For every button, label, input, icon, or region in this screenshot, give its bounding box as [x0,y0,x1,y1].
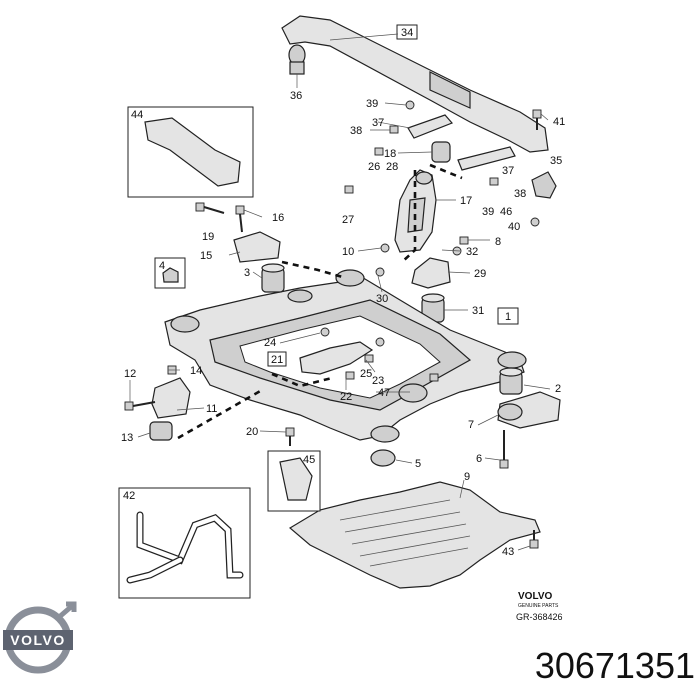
engine-mount-bracket-part [394,169,437,253]
part-number: 30671351 [535,645,695,686]
callout-7: 7 [468,419,474,431]
callout-29: 29 [474,268,486,280]
callout-18: 18 [384,148,396,160]
callout-4: 4 [159,260,165,272]
callout-labels: 1 2 3 4 5 6 7 8 9 10 11 12 13 14 15 16 1… [121,27,565,558]
splash-shield-part [288,481,541,589]
inset-box-45 [267,450,321,512]
callout-37-upper: 37 [372,117,384,129]
callout-39-lower: 39 [482,206,494,218]
callout-34: 34 [401,27,413,39]
callout-box-1 [497,307,519,325]
callout-46: 46 [500,206,512,218]
genuine-parts-stamp: VOLVO GENUINE PARTS GR-368426 [516,591,563,622]
callout-42: 42 [123,490,135,502]
callout-19: 19 [202,231,214,243]
bushing-part [431,141,451,163]
callout-21: 21 [271,354,283,366]
callout-15: 15 [200,250,212,262]
callout-23: 23 [372,375,384,387]
callout-20: 20 [246,426,258,438]
bushing-5-part [370,449,396,467]
callout-5: 5 [415,458,421,470]
callout-8: 8 [495,236,501,248]
callout-36: 36 [290,90,302,102]
link-arm-part-2 [457,146,516,171]
callout-1: 1 [505,311,511,323]
callout-16: 16 [272,212,284,224]
callout-40: 40 [508,221,520,233]
callout-11: 11 [206,403,217,415]
callout-44: 44 [131,109,143,121]
stamp-sub: GENUINE PARTS [518,603,559,609]
callout-box-21 [267,351,287,367]
center-mount-part [299,341,374,375]
callout-26: 26 [368,161,380,173]
callout-47: 47 [378,387,390,399]
callout-10: 10 [342,246,354,258]
inset-box-4 [154,257,186,289]
callout-30: 30 [376,293,388,305]
mount-3-part [261,263,285,293]
callout-14: 14 [190,365,202,377]
logo-bar [3,630,73,650]
logo-arrow-icon [56,601,77,620]
dashed-group-line-2 [429,163,463,180]
callout-17: 17 [460,195,472,207]
stamp-brand: VOLVO [518,591,552,602]
dashed-group-line [281,260,347,280]
callout-25: 25 [360,368,372,380]
callout-22: 22 [340,391,352,403]
callout-38-upper: 38 [350,125,362,137]
volvo-logo: VOLVO [3,601,77,674]
callout-43: 43 [502,546,514,558]
dashed-group-line-5 [177,388,263,440]
callout-32: 32 [466,246,478,258]
callout-9: 9 [464,471,470,483]
link-arm-part [407,114,454,139]
inset-box-44 [127,106,254,198]
callout-6: 6 [476,453,482,465]
callout-13: 13 [121,432,133,444]
stamp-ref: GR-368426 [516,612,563,622]
callout-24: 24 [264,337,276,349]
callout-45: 45 [303,454,315,466]
cap-47-part [398,383,428,403]
callout-38-lower: 38 [514,188,526,200]
bracket-11-part [151,377,191,419]
callout-35: 35 [550,155,562,167]
callout-41: 41 [553,116,565,128]
callout-box-34 [396,24,418,40]
callout-2: 2 [555,383,561,395]
mount-35-part [531,171,557,199]
inset-box-42 [118,487,251,599]
callout-37-lower: 37 [502,165,514,177]
callout-27: 27 [342,214,354,226]
logo-text: VOLVO [10,632,65,648]
leader-lines [129,33,551,551]
mount-7-bushing [497,403,523,421]
splash-shield-ribs [339,499,471,567]
upper-crossmember-part [281,15,549,153]
callout-28: 28 [386,161,398,173]
callout-39-upper: 39 [366,98,378,110]
callout-3: 3 [244,267,250,279]
callout-31: 31 [472,305,484,317]
callout-12: 12 [124,368,136,380]
dashed-group-line-3 [401,170,417,263]
mount-2-part [499,367,523,395]
mount-13-part [149,421,173,441]
bracket-15-part [233,231,281,263]
bracket-29-part [411,257,451,289]
